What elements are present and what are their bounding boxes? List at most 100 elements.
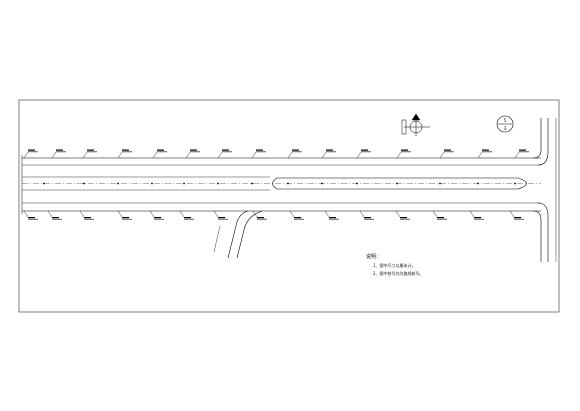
station-upper-callout (217, 149, 232, 159)
median-marker (321, 182, 323, 185)
cross-road-right-curb-upper-inner (532, 118, 542, 159)
station-upper-glyph-bar (444, 149, 451, 151)
station-lower-leader-line (213, 210, 219, 218)
median-marker (43, 182, 45, 185)
median-marker (439, 182, 441, 185)
north-arrow-label-box (401, 119, 407, 135)
station-upper-glyph-bar (361, 149, 368, 151)
station-upper-leader-line (251, 151, 257, 159)
station-lower-glyph-bar (257, 217, 264, 219)
station-lower-leader-line (47, 210, 53, 218)
station-upper-leader-line (23, 151, 29, 159)
station-upper-callout (356, 149, 371, 159)
median-marker (183, 182, 185, 185)
station-upper-glyph-bar (361, 151, 371, 153)
station-lower-glyph-bar (437, 217, 444, 219)
sheet-number-circle (496, 115, 514, 133)
station-lower-glyph-bar (437, 218, 447, 220)
station-lower-glyph-bar (400, 217, 407, 219)
station-lower-leader-line (509, 210, 515, 218)
station-lower-glyph-bar (294, 218, 304, 220)
station-lower-callout (395, 210, 410, 220)
station-upper-glyph-bar (519, 149, 526, 151)
station-lower-glyph-bar (329, 218, 339, 220)
station-upper-glyph-bar (401, 151, 411, 153)
station-upper-callout (185, 149, 200, 159)
cross-road-right-curb-lower-outer (537, 202, 549, 262)
notes-title: 说明： (366, 253, 381, 260)
station-lower-callout (509, 210, 524, 220)
sheet-number-badge: 5 3 (496, 115, 514, 133)
station-lower-glyph-bar (52, 218, 62, 220)
road-edges (22, 157, 541, 212)
station-upper-glyph-bar (122, 149, 129, 151)
station-lower-callout (359, 210, 374, 220)
station-upper-glyph-bar (87, 149, 94, 151)
branch-road-edge-left (227, 210, 249, 259)
station-upper-glyph-bar (222, 151, 232, 153)
station-lower-glyph-bar (364, 218, 374, 220)
station-upper-leader-line (217, 151, 223, 159)
station-upper-glyph-bar (56, 151, 66, 153)
station-upper-leader-line (396, 151, 402, 159)
branch-road-side-line (213, 225, 221, 253)
median-marker (396, 182, 398, 185)
station-upper-glyph-bar (482, 151, 492, 153)
station-lower-leader-line (359, 210, 365, 218)
sheet-number-bottom: 3 (504, 126, 507, 132)
station-lower-leader-line (324, 210, 330, 218)
cross-road-right (532, 118, 557, 262)
station-lower-callout (252, 210, 267, 220)
station-lower-leader-line (252, 210, 258, 218)
station-upper-glyph-bar (256, 151, 266, 153)
median-island (272, 177, 527, 190)
station-lower-glyph-bar (218, 218, 228, 220)
station-upper-glyph-bar (87, 151, 97, 153)
station-upper-callout (251, 149, 266, 159)
station-upper-glyph-bar (292, 149, 299, 151)
station-lower-leader-line (289, 210, 295, 218)
station-lower-callout (23, 210, 38, 220)
station-lower-leader-line (23, 210, 29, 218)
station-upper-leader-line (51, 151, 57, 159)
station-lower-callout (179, 210, 194, 220)
station-labels-upper (23, 149, 529, 159)
station-upper-leader-line (117, 151, 123, 159)
station-upper-callout (152, 149, 167, 159)
north-arrow-icon (401, 113, 430, 136)
station-upper-glyph-bar (401, 149, 408, 151)
note-item-2: 2、图中桩号均为路线桩号。 (373, 270, 424, 276)
station-lower-glyph-bar (514, 217, 521, 219)
branch-road-edge-right (236, 210, 263, 259)
station-lower-glyph-bar (257, 218, 267, 220)
station-upper-leader-line (287, 151, 293, 159)
station-labels-lower (23, 210, 524, 220)
station-upper-glyph-bar (444, 151, 454, 153)
station-upper-leader-line (356, 151, 362, 159)
station-upper-callout (82, 149, 97, 159)
station-lower-glyph-bar (218, 217, 225, 219)
station-lower-leader-line (149, 210, 155, 218)
station-upper-glyph-bar (222, 149, 229, 151)
station-lower-callout (289, 210, 304, 220)
sheet-number-top: 5 (504, 118, 507, 124)
station-upper-glyph-bar (28, 151, 38, 153)
station-upper-callout (439, 149, 454, 159)
station-lower-glyph-bar (154, 217, 161, 219)
station-upper-glyph-bar (157, 151, 167, 153)
median-marker (83, 182, 85, 185)
cross-road-right-curb-upper-outer (537, 118, 549, 166)
note-item-1: 1、图中尺寸以厘米计。 (373, 262, 416, 268)
median-marker (514, 182, 516, 185)
station-lower-glyph-bar (122, 217, 129, 219)
station-lower-glyph-bar (122, 218, 132, 220)
station-upper-glyph-bar (190, 149, 197, 151)
station-upper-leader-line (185, 151, 191, 159)
station-lower-glyph-bar (474, 217, 481, 219)
station-upper-glyph-bar (190, 151, 200, 153)
notes-block: 说明： 1、图中尺寸以厘米计。 2、图中桩号均为路线桩号。 (366, 253, 424, 276)
station-lower-callout (213, 210, 228, 220)
station-upper-leader-line (477, 151, 483, 159)
median-marker (251, 182, 253, 185)
